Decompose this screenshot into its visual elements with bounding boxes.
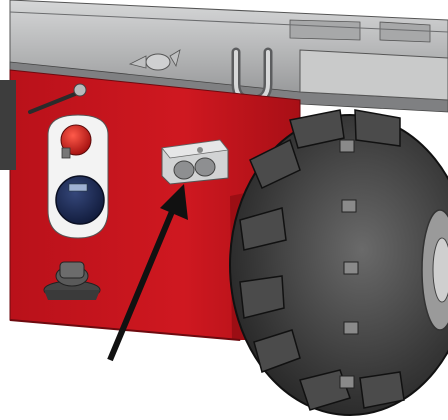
wing-bolt (128, 49, 181, 71)
charging-connector (161, 139, 229, 185)
stop-button (60, 124, 92, 159)
indicator-arrow (107, 184, 188, 362)
lower-valve-knob (43, 261, 101, 300)
tracked-wheel (229, 109, 448, 416)
hour-meter-gauge (55, 175, 105, 225)
top-frame-rail (9, 0, 448, 113)
